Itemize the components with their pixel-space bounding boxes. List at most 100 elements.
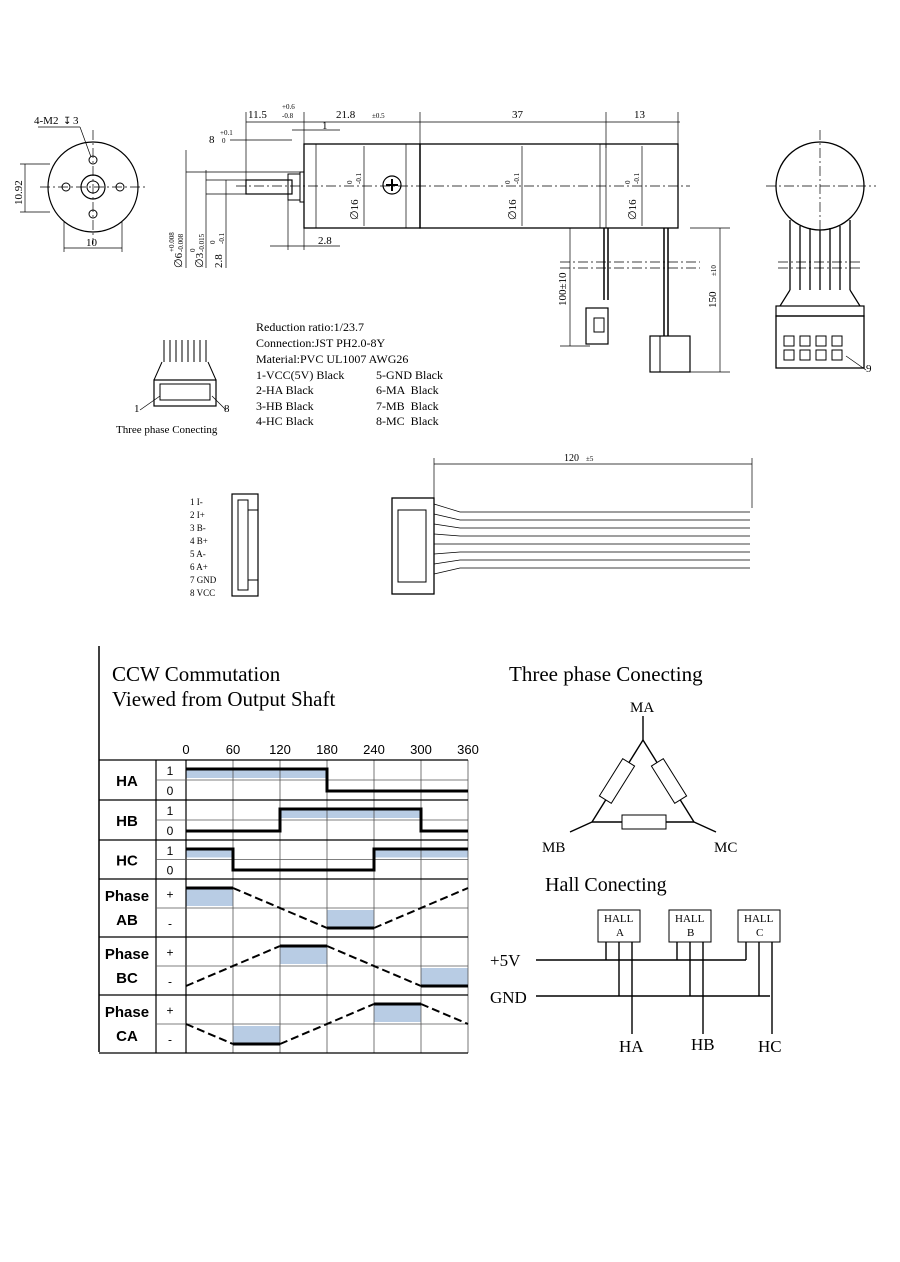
wave-phase-ca	[420, 1003, 469, 1025]
row-label: Phase	[105, 946, 149, 963]
hole-depth-symbol: ↧	[63, 116, 71, 127]
tol-6-dn: -0.008	[177, 233, 185, 252]
level-label: 0	[167, 863, 174, 877]
dim-8: 8	[209, 134, 215, 146]
hall-c-2: C	[756, 927, 763, 939]
v5-label: +5V	[490, 951, 521, 970]
tol-3-up: 0	[189, 248, 197, 252]
cable-tol: ±5	[586, 455, 594, 463]
tol-8-dn: 0	[222, 137, 226, 145]
pin-right-2: 6-MA Black	[376, 383, 439, 397]
hall-section: Hall Conecting HALL A HALL B HALL C +5V …	[490, 874, 782, 1056]
row-label: HC	[116, 853, 138, 870]
mc-label: MC	[714, 840, 737, 856]
angle-label: 360	[457, 742, 479, 757]
c2-pin-2: 2 I+	[190, 510, 205, 520]
side-view: 11.5 +0.6 -0.8 21.8 ±0.5 37 13 8 +0.1 0 …	[168, 103, 730, 373]
row-label: BC	[116, 970, 138, 987]
connector-sketch: 1 8 Three phase Conecting	[116, 340, 230, 436]
angle-label: 240	[363, 742, 385, 757]
c2-pin-1: 1 I-	[190, 497, 203, 507]
height-dim: 10.92	[13, 180, 25, 205]
wave-phase-ca	[279, 1003, 375, 1045]
tol-16-c-up: 0	[624, 180, 632, 184]
dim-100: 100±10	[557, 272, 569, 306]
level-label: +	[166, 946, 173, 960]
angle-label: 0	[182, 742, 189, 757]
wave-phase-ab	[373, 887, 469, 929]
comm-title-1: CCW Commutation	[112, 662, 281, 686]
spec-line-2: Connection:JST PH2.0-8Y	[256, 336, 385, 350]
level-label: 1	[167, 764, 174, 778]
row-label: HB	[116, 813, 138, 830]
dim-13: 13	[634, 109, 646, 121]
dim-150: 150	[707, 291, 719, 308]
c2-pin-8: 8 VCC	[190, 588, 215, 598]
tol-21-8: ±0.5	[372, 112, 385, 120]
angle-label: 300	[410, 742, 432, 757]
hall-b-1: HALL	[675, 913, 705, 925]
c2-pin-6: 6 A+	[190, 562, 208, 572]
wave-ha	[186, 767, 468, 793]
spec-text: Reduction ratio:1/23.7 Connection:JST PH…	[256, 320, 443, 428]
dia-16-a: ∅16	[349, 199, 361, 220]
dia-16-c: ∅16	[627, 199, 639, 220]
hall-out-b: HB	[691, 1035, 715, 1054]
dim-2-8: 2.8	[213, 254, 225, 268]
hall-c-box	[737, 909, 781, 943]
hole-note: 4-M2	[34, 115, 58, 127]
hall-a-1: HALL	[604, 913, 634, 925]
hall-title: Hall Conecting	[545, 874, 667, 896]
tol-6-up: +0.008	[168, 232, 176, 252]
wave-phase-ab	[232, 887, 328, 929]
resistor-ac	[650, 757, 688, 805]
hall-c-1: HALL	[744, 913, 774, 925]
level-label: -	[168, 1033, 172, 1047]
tol-11-5-up: +0.6	[282, 103, 295, 111]
three-phase-section: Three phase Conecting MA MB MC	[509, 662, 737, 856]
c2-pin-3: 3 B-	[190, 523, 206, 533]
dim-2-8-b: 2.8	[318, 235, 332, 247]
spec-line-1: Reduction ratio:1/23.7	[256, 320, 364, 334]
level-label: 1	[167, 844, 174, 858]
level-label: -	[168, 975, 172, 989]
level-label: 1	[167, 804, 174, 818]
angle-label: 120	[269, 742, 291, 757]
resistor-ab	[598, 757, 636, 805]
wave-phase-bc	[326, 945, 422, 987]
hall-out-c: HC	[758, 1037, 782, 1056]
hall-a-2: A	[616, 927, 624, 939]
level-label: 0	[167, 824, 174, 838]
dia-6: ∅6	[173, 252, 185, 268]
row-label: Phase	[105, 1004, 149, 1021]
cable-length: 120	[564, 453, 579, 464]
width-dim: 10	[86, 237, 98, 249]
tol-2-8-dn: -0.1	[218, 232, 226, 244]
tol-8-up: +0.1	[220, 129, 233, 137]
c2-pin-4: 4 B+	[190, 536, 208, 546]
highlight-cell	[186, 848, 233, 858]
row-label: AB	[116, 912, 138, 929]
hole-depth: 3	[73, 115, 79, 127]
tol-16-a-dn: -0.1	[355, 172, 363, 184]
tol-16-b-dn: -0.1	[513, 172, 521, 184]
row-label: Phase	[105, 888, 149, 905]
tol-3-dn: -0.015	[198, 233, 206, 252]
dim-1: 1	[322, 120, 328, 132]
dim-37: 37	[512, 109, 524, 121]
pin-left-3: 3-HB Black	[256, 399, 314, 413]
front-view: 4-M2 ↧ 3 10 10.92	[13, 115, 146, 252]
ma-label: MA	[630, 700, 654, 716]
wave-hc	[186, 847, 468, 872]
pin-left-2: 2-HA Black	[256, 383, 314, 397]
three-phase-title: Three phase Conecting	[509, 662, 703, 686]
angle-label: 180	[316, 742, 338, 757]
tol-150: ±10	[710, 265, 718, 276]
level-label: +	[166, 888, 173, 902]
pin-left-1: 1-VCC(5V) Black	[256, 368, 344, 382]
dim-21-8: 21.8	[336, 109, 356, 121]
pin-right-1: 5-GND Black	[376, 368, 443, 382]
conn-caption: Three phase Conecting	[116, 424, 218, 436]
pin-left-4: 4-HC Black	[256, 414, 314, 428]
